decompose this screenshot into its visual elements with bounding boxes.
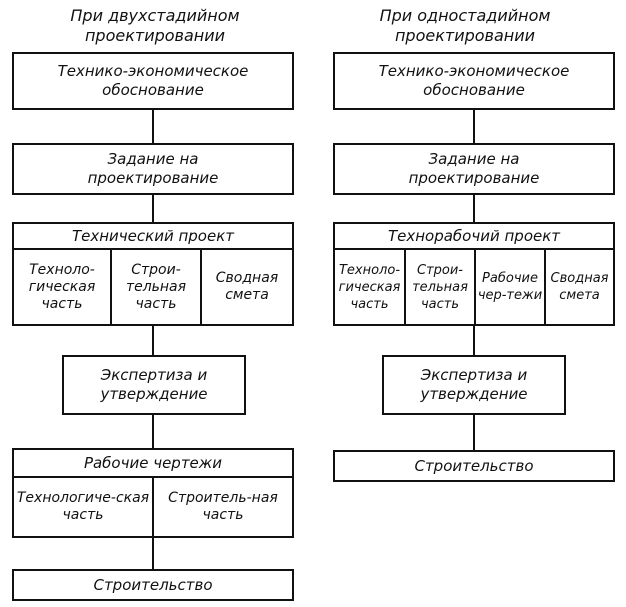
- right-construction-box: Строительство: [333, 450, 615, 482]
- right-heading: При одностадийном проектировании: [350, 6, 580, 46]
- left-working-part-2: Строитель-ная часть: [168, 490, 278, 523]
- left-connector-1: [152, 110, 154, 144]
- left-connector-5: [152, 538, 154, 570]
- left-tech-project-box: Технический проект Техноло-гическая част…: [12, 222, 294, 326]
- right-zadanie-text: Задание на проектирование: [408, 150, 540, 187]
- left-working-sep: [152, 476, 154, 536]
- right-techwork-part-4: Сводная смета: [550, 271, 609, 303]
- left-tech-part-1: Техноло-гическая часть: [28, 261, 96, 312]
- left-zadanie-text: Задание на проектирование: [87, 150, 219, 187]
- left-tech-project-title: Технический проект: [71, 226, 235, 245]
- left-zadanie-box: Задание на проектирование: [12, 143, 294, 195]
- left-tech-sep-1: [110, 248, 112, 324]
- right-connector-1: [473, 110, 475, 144]
- left-heading-text: При двухстадийном проектировании: [70, 6, 240, 45]
- right-techwork-project-box: Технорабочий проект Техноло-гическая час…: [333, 222, 615, 326]
- left-tech-sep-2: [200, 248, 202, 324]
- right-connector-4: [473, 415, 475, 451]
- left-tech-project-divider: [14, 248, 292, 250]
- left-connector-2: [152, 195, 154, 223]
- left-working-drawings-title: Рабочие чертежи: [83, 453, 223, 472]
- left-heading: При двухстадийном проектировании: [40, 6, 270, 46]
- left-working-part-1: Технологиче-ская часть: [16, 490, 150, 523]
- left-expertise-text: Экспертиза и утверждение: [100, 366, 208, 403]
- right-techwork-part-2: Строи-тельная часть: [412, 262, 468, 312]
- right-techwork-part-1: Техноло-гическая часть: [338, 262, 401, 312]
- left-teo-text: Технико-экономическое обоснование: [57, 62, 249, 99]
- right-techwork-sep-3: [544, 248, 546, 324]
- left-construction-text: Строительство: [93, 575, 213, 594]
- right-connector-3: [473, 326, 475, 356]
- left-connector-4: [152, 415, 154, 449]
- right-connector-2: [473, 195, 475, 223]
- right-zadanie-box: Задание на проектирование: [333, 143, 615, 195]
- left-teo-box: Технико-экономическое обоснование: [12, 52, 294, 110]
- left-tech-part-2: Строи-тельная часть: [125, 261, 187, 312]
- right-heading-text: При одностадийном проектировании: [379, 6, 551, 45]
- right-techwork-part-3: Рабочие чер-тежи: [477, 271, 543, 303]
- left-working-drawings-box: Рабочие чертежи Технологиче-ская часть С…: [12, 448, 294, 538]
- right-expertise-box: Экспертиза и утверждение: [382, 355, 566, 415]
- right-teo-box: Технико-экономическое обоснование: [333, 52, 615, 110]
- right-techwork-sep-1: [404, 248, 406, 324]
- right-techwork-sep-2: [474, 248, 476, 324]
- right-techwork-title: Технорабочий проект: [387, 226, 561, 245]
- right-construction-text: Строительство: [414, 456, 534, 475]
- right-teo-text: Технико-экономическое обоснование: [378, 62, 570, 99]
- left-construction-box: Строительство: [12, 569, 294, 601]
- left-connector-3: [152, 326, 154, 356]
- left-tech-part-3: Сводная смета: [215, 270, 279, 303]
- right-expertise-text: Экспертиза и утверждение: [420, 366, 528, 403]
- left-expertise-box: Экспертиза и утверждение: [62, 355, 246, 415]
